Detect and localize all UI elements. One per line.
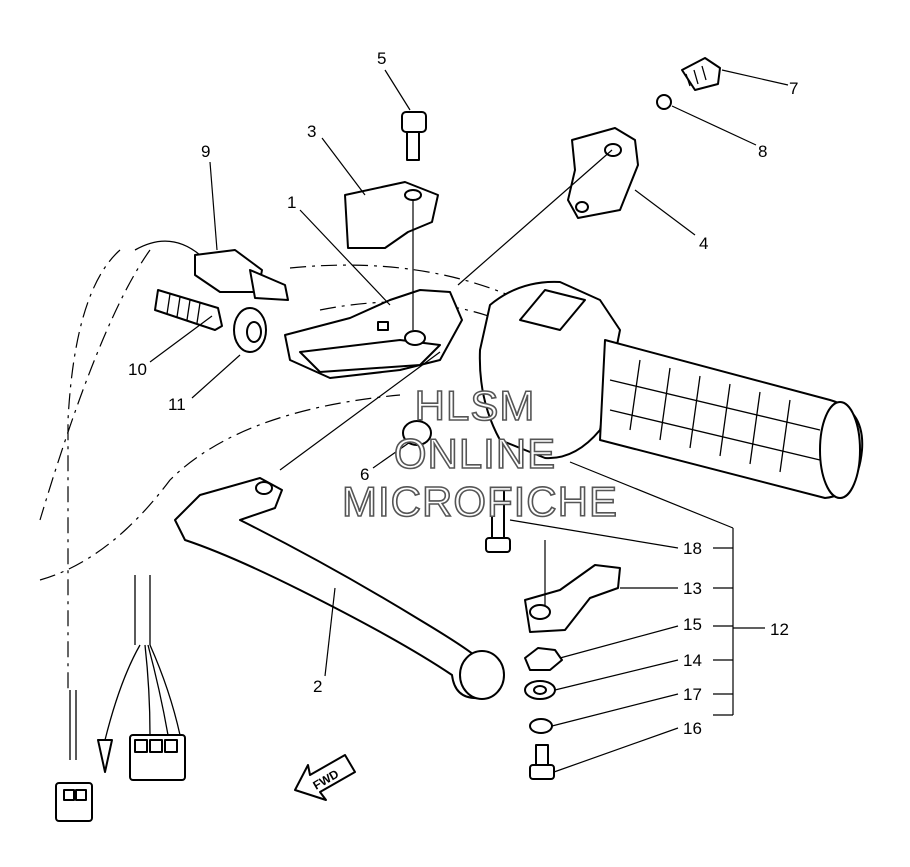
leader-lines — [149, 69, 789, 773]
washer-part-14 — [524, 680, 556, 700]
callout-7: 7 — [789, 79, 798, 98]
clutch-lever-part-2 — [174, 477, 505, 700]
screw-part-7 — [681, 57, 721, 91]
locknut-part-11 — [233, 307, 267, 353]
washer-part-17 — [529, 718, 553, 734]
callout-12: 12 — [770, 620, 789, 639]
callout-16: 16 — [683, 719, 702, 738]
handlebar-switch-body — [478, 280, 621, 460]
callout-5: 5 — [377, 49, 386, 68]
callout-15: 15 — [683, 615, 702, 634]
washer-part-8 — [656, 94, 672, 110]
switch-part-3 — [344, 181, 439, 249]
fwd-arrow: FWD — [294, 754, 356, 801]
callout-4: 4 — [699, 234, 708, 253]
wiring-harness — [55, 240, 201, 822]
nut-part-6 — [402, 420, 432, 446]
adjuster-bolt-part-10 — [154, 289, 223, 331]
callout-13: 13 — [683, 579, 702, 598]
callout-18: 18 — [683, 539, 702, 558]
handlebar-grip — [599, 339, 864, 499]
watermark-line-2: ONLINE — [394, 430, 556, 477]
callout-3: 3 — [307, 122, 316, 141]
callout-14: 14 — [683, 651, 702, 670]
callout-2: 2 — [313, 677, 322, 696]
screw-part-16 — [529, 744, 555, 780]
watermark-line-3: MICROFICHE — [342, 478, 618, 525]
callout-10: 10 — [128, 360, 147, 379]
callout-8: 8 — [758, 142, 767, 161]
bolt-part-18 — [485, 489, 511, 553]
watermark-line-1: HLSM — [415, 382, 536, 429]
holder-clamp-part-4 — [567, 127, 639, 219]
watermark: HLSM ONLINE MICROFICHE — [341, 381, 618, 526]
callout-1: 1 — [287, 193, 296, 212]
nut-part-15 — [524, 647, 563, 671]
lever-holder-part-1 — [284, 289, 463, 379]
callout-numbers: 5 3 1 9 7 8 4 10 11 6 2 18 13 15 14 17 1… — [128, 49, 798, 738]
hot-start-lever-part-13 — [524, 564, 621, 633]
cable-adjuster-part-9 — [194, 249, 289, 301]
callout-17: 17 — [683, 685, 702, 704]
callout-9: 9 — [201, 142, 210, 161]
callout-11: 11 — [168, 395, 186, 414]
bolt-part-5 — [401, 111, 427, 161]
callout-6: 6 — [360, 465, 369, 484]
